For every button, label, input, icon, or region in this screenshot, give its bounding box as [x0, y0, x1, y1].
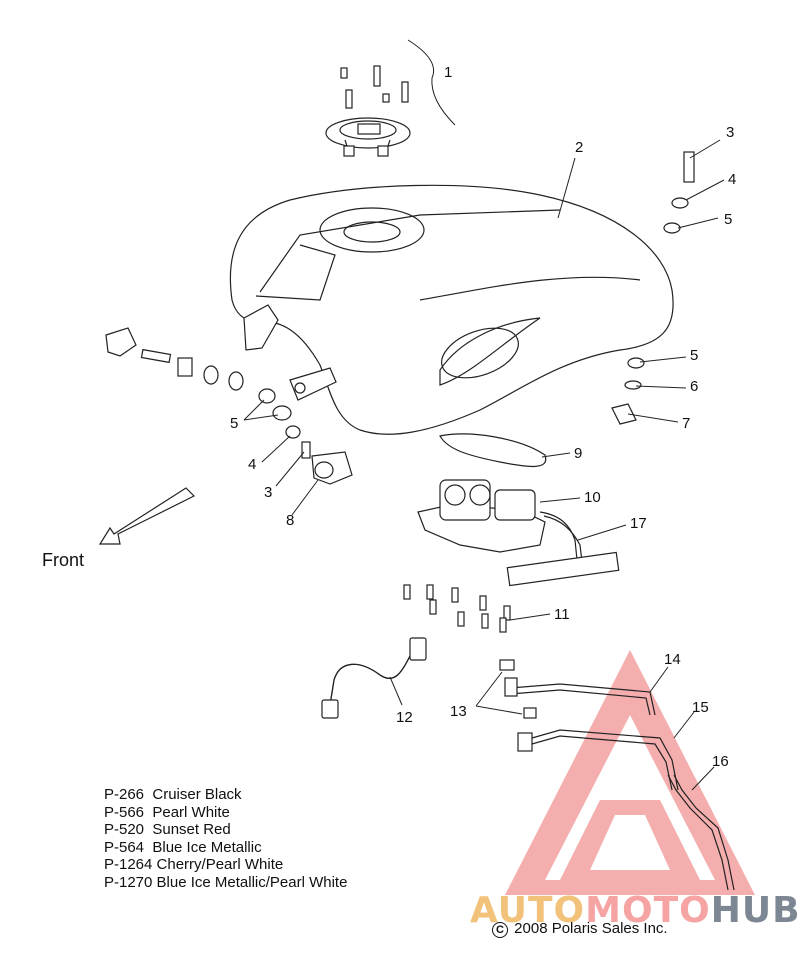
callout-5: 5 [724, 211, 732, 228]
callout-3: 3 [726, 124, 734, 141]
callout-2: 2 [575, 139, 583, 156]
callout-14: 14 [664, 651, 681, 668]
right-mount-hardware [611, 151, 695, 425]
watermark-hub: HUB [710, 890, 800, 931]
color-option: P-564 Blue Ice Metallic [104, 838, 262, 856]
color-option: P-1264 Cherry/Pearl White [104, 856, 284, 873]
pump-gasket [439, 433, 547, 468]
callout-10: 10 [584, 489, 601, 506]
callout-6: 6 [690, 378, 698, 395]
callout-17: 17 [630, 515, 647, 532]
leader-lines [243, 139, 725, 791]
fuel-hose [329, 644, 419, 706]
color-options-list: P-266 Cruiser Black P-566 Pearl White P-… [104, 786, 347, 891]
front-label: Front [42, 550, 85, 570]
color-option: P-266 Cruiser Black [104, 786, 242, 803]
callout-15: 15 [692, 699, 709, 716]
fuel-pump-assembly [417, 479, 620, 587]
copyright-notice: C 2008 Polaris Sales Inc. [492, 920, 668, 938]
color-option: P-566 Pearl White [104, 803, 230, 821]
watermark-text: AUTOMOTOHUB [470, 890, 800, 931]
callout-11: 11 [554, 606, 570, 623]
callout-9: 9 [574, 445, 582, 462]
left-mount-hardware [105, 327, 353, 485]
callout-4: 4 [728, 171, 736, 188]
callout-5: 5 [230, 415, 238, 432]
callout-16: 16 [712, 753, 729, 770]
front-arrow-icon [98, 487, 196, 545]
callout-1: 1 [444, 64, 452, 81]
callout-5: 5 [690, 347, 698, 364]
pump-screws [403, 584, 511, 633]
filler-cap-assembly [325, 39, 456, 157]
watermark-logo [505, 650, 755, 895]
color-option: P-1270 Blue Ice Metallic/Pearl White [104, 873, 348, 891]
watermark-auto: AUTO [470, 890, 586, 931]
copyright-text: 2008 Polaris Sales Inc. [514, 920, 668, 937]
callout-3: 3 [264, 484, 272, 501]
vent-lines [499, 659, 735, 891]
callout-13: 13 [450, 703, 467, 720]
copyright-icon: C [492, 922, 508, 938]
fuel-tank [229, 184, 674, 435]
watermark-moto: MOTO [585, 890, 711, 931]
callout-8: 8 [286, 512, 294, 529]
callout-7: 7 [682, 415, 690, 432]
color-option: P-520 Sunset Red [104, 821, 231, 838]
callout-labels: 1 2 3 4 5 5 6 7 9 10 17 5 4 3 8 11 12 13… [230, 64, 736, 770]
callout-12: 12 [396, 709, 413, 726]
callout-4: 4 [248, 456, 256, 473]
